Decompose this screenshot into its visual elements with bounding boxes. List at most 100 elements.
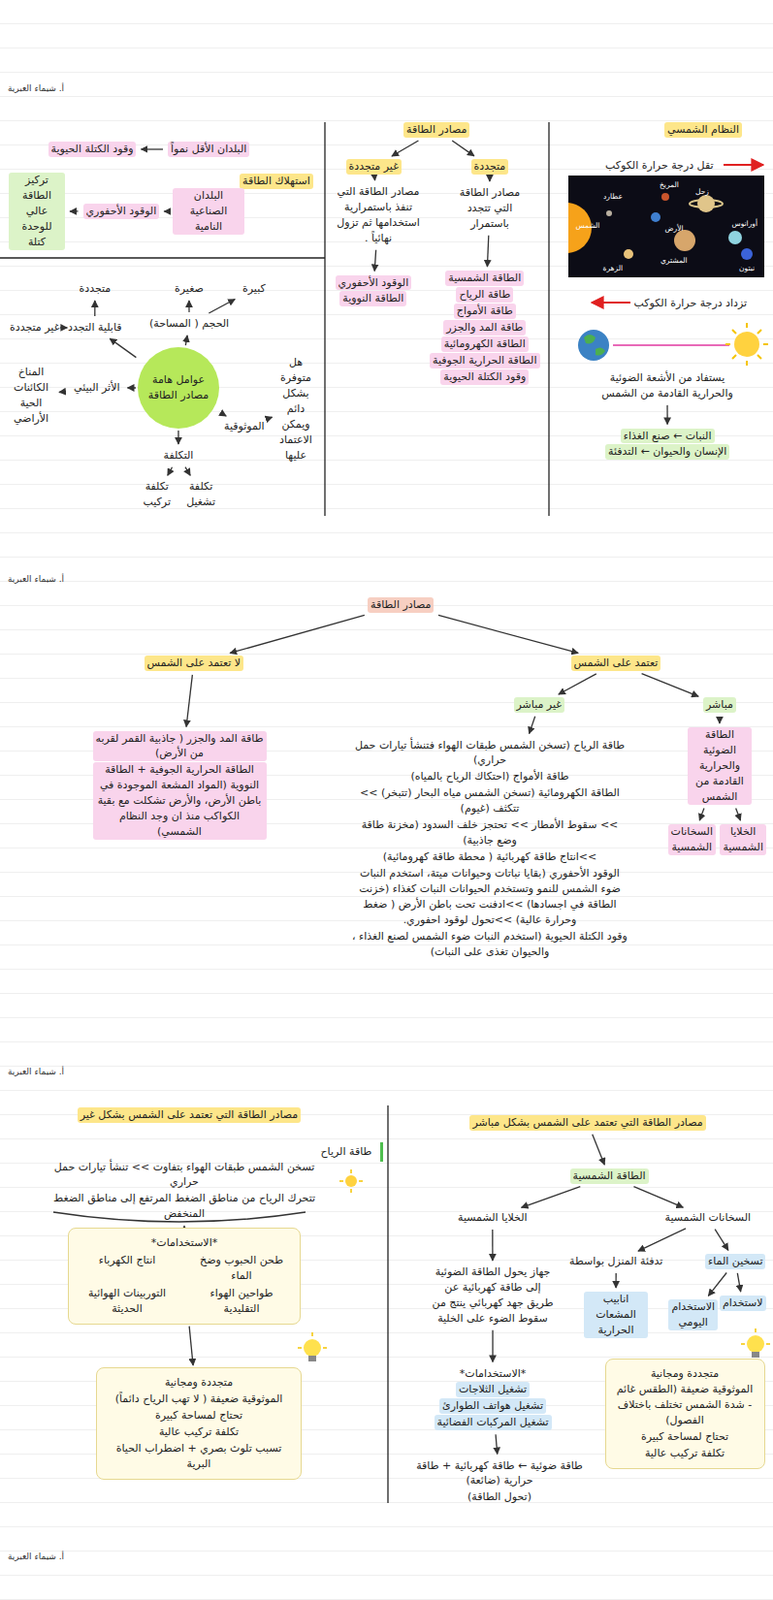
text-node: طاقة الرياح (تسخن الشمس طبقات الهواء فتن… <box>344 736 636 963</box>
note-box: متجددة ومجانيةالموثوقية ضعيفة (الطقس غائ… <box>605 1358 766 1471</box>
node-text: مصادر الطاقة التي تعتمد على الشمس بشكل غ… <box>77 1107 302 1124</box>
text-node: يستفاد من الأشعة الضوئية والحرارية القاد… <box>594 368 741 404</box>
node-text: طواحين الهواء التقليدية <box>188 1286 295 1318</box>
text-node: متجددة <box>73 279 118 299</box>
sun-earth <box>578 322 769 366</box>
connector-arrow <box>592 1134 606 1165</box>
node-text: تدفئة المنزل بواسطة <box>566 1254 666 1270</box>
connector-arrow <box>374 250 376 272</box>
node-text: تحتاج لمساحة كبيرة <box>638 1429 732 1446</box>
node-text: الاستخدام اليومي <box>668 1299 718 1331</box>
node-text: غير متجددة <box>346 159 402 175</box>
node-text: طاقة ضوئية ← طاقة كهربائية + طاقة حرارية… <box>405 1458 594 1490</box>
node-text: النبات ← صنع الغذاء <box>620 428 715 445</box>
text-node: المناخ الكائنات الحية الأراضي <box>4 362 58 429</box>
text-node: النبات ← صنع الغذاءالإنسان والحيوان ← ال… <box>602 426 733 463</box>
text-node: مصادر الطاقة التي تعتمد على الشمس بشكل غ… <box>4 1105 374 1126</box>
node-text: لاستخدام <box>719 1295 767 1312</box>
planet-label: الشمس <box>576 221 601 230</box>
node-text: الطاقة الكهرومائية <box>441 336 529 353</box>
node-text: الطاقة النووية <box>339 290 407 307</box>
node-text: متجددة <box>76 281 115 297</box>
connector-arrow <box>699 808 705 822</box>
node-text: طاقة المد والجزر ( جاذبية القمر لقربه من… <box>93 731 267 763</box>
node-text: تشغيل المركبات الفضائية <box>434 1415 552 1431</box>
connector-arrow <box>189 1326 194 1366</box>
text-node: النظام الشمسي <box>661 120 745 140</box>
node-text: غير متجددة <box>6 320 63 336</box>
text-node: مصادر الطاقة التي تتجدد باستمرار <box>444 183 537 234</box>
node-text: تركيز الطاقة عالي للوحدة كتلة <box>8 172 65 251</box>
connector-arrow <box>633 1187 683 1209</box>
connector-arrow <box>374 178 377 181</box>
author-header: أ. شيماء العبرية <box>7 83 65 94</box>
node-text: الموثوقية <box>221 418 268 435</box>
connector-arrow <box>638 1228 686 1252</box>
text-node: طاقة المد والجزر ( جاذبية القمر لقربه من… <box>90 729 270 843</box>
text-node: البلدان الصناعية النامية <box>169 186 248 237</box>
connector-arrow <box>109 338 136 358</box>
connector-arrow <box>666 405 668 425</box>
node-text: تكلفة تركيب <box>140 479 175 511</box>
node-text: *الاستخدامات* <box>456 1366 529 1383</box>
node-text: طحن الحبوب وضخ الماء <box>188 1253 295 1285</box>
node-text: تشغيل الثلاجات <box>455 1382 530 1398</box>
node-text: انابيب المشعات الحرارية <box>583 1291 648 1339</box>
planet-label: الزهرة <box>603 263 624 273</box>
connector-arrow <box>128 386 137 388</box>
solar-system-image <box>568 175 765 278</box>
node-text: قابلية التجدد <box>64 320 126 336</box>
connector-arrow <box>177 430 179 445</box>
node-text: الإنسان والحيوان ← التدفئة <box>605 444 730 460</box>
text-node: السخانات الشمسية <box>659 1208 758 1228</box>
node-text: مصادر الطاقة <box>367 597 434 613</box>
node-text: تسخين الماء <box>705 1254 766 1270</box>
node-text: غير مباشر <box>514 697 566 713</box>
text-node: تركيز الطاقة عالي للوحدة كتلة <box>5 170 68 253</box>
author-header: أ. شيماء العبرية <box>7 1551 65 1562</box>
connector-arrow <box>188 300 190 313</box>
planet-label: المريخ <box>659 180 679 190</box>
node-text: البلدان الصناعية النامية <box>172 188 245 235</box>
connector-arrow <box>642 674 700 698</box>
node-text: السخانات الشمسية <box>662 1210 755 1226</box>
connector-arrow <box>163 210 168 212</box>
node-text: عوامل هامة مصادر الطاقة <box>140 372 217 404</box>
node-text: الطاقة الشمسية <box>445 270 524 287</box>
small-sun <box>339 1169 363 1193</box>
node-text: طاقة الرياح (تسخن الشمس طبقات الهواء فتن… <box>347 738 633 770</box>
node-text: النظام الشمسي <box>664 122 742 138</box>
text-node: الخلايا الشمسية <box>451 1208 534 1228</box>
connector-arrow <box>451 140 475 157</box>
connector-arrow <box>69 210 79 212</box>
planet-label: الأرض <box>665 224 684 233</box>
text-node: تدفئة المنزل بواسطة <box>563 1252 669 1272</box>
node-text: الطاقة الشمسية <box>570 1168 649 1185</box>
text-node: متجددة <box>468 157 513 177</box>
text-node: هل متوفرة بشكل دائم ويمكن الاعتماد عليها <box>271 353 321 466</box>
node-text: تكلفة تركيب عالية <box>642 1446 728 1462</box>
node-text: تكلفة تشغيل <box>183 479 219 511</box>
text-node: تعتمد على الشمس <box>568 653 665 674</box>
planet-label: زحل <box>695 187 709 196</box>
note-box: *الاستخدامات*طحن الحبوب وضخ الماءانتاج ا… <box>67 1227 301 1325</box>
node-text: تعتمد على الشمس <box>571 655 662 672</box>
node-text: السخانات الشمسية <box>668 824 716 856</box>
text-node: قابلية التجدد <box>62 318 129 338</box>
node-text: متجددة <box>471 159 510 175</box>
node-text: >> سقوط الأمطار >> تحتجز خلف السدود (مخز… <box>347 817 633 849</box>
text-node: وقود الكتلة الحيوية <box>45 139 140 160</box>
node-text: متجددة ومجانية <box>161 1375 236 1391</box>
text-node: التكلفة <box>158 446 200 466</box>
text-node: مصادر الطاقة <box>364 595 437 615</box>
node-text: الأثر البيئي <box>70 380 124 396</box>
connector-arrow <box>186 675 193 728</box>
node-text: طاقة الرياح <box>455 287 514 303</box>
connector-arrow <box>486 235 488 267</box>
node-text: لا تعتمد على الشمس <box>144 655 245 672</box>
text-node: تكلفة تشغيل <box>182 477 222 513</box>
node-text: الوقود الأحفوري <box>335 275 413 291</box>
text-node: انابيب المشعات الحرارية <box>580 1289 651 1341</box>
connector-arrow <box>167 467 173 477</box>
